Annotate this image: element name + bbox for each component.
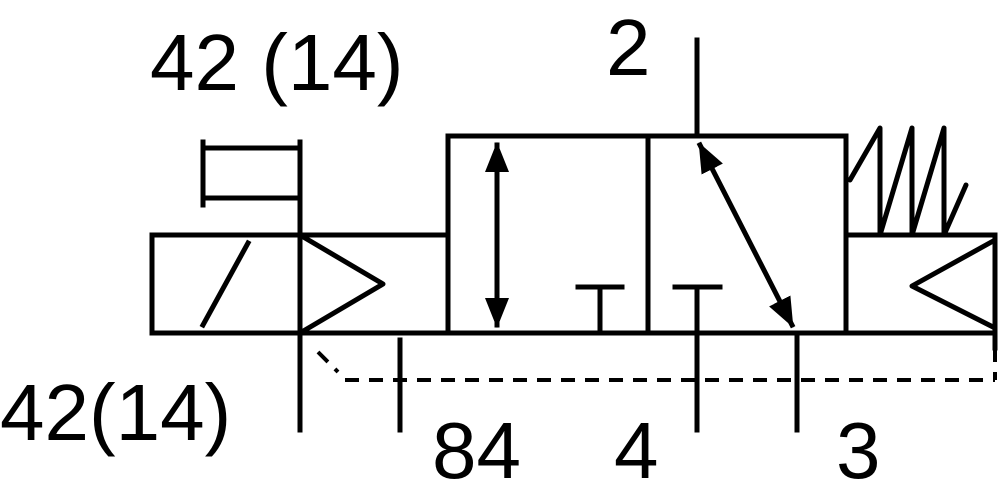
manual-override-bracket [200, 139, 303, 208]
port-label-3: 3 [836, 406, 881, 482]
pilot-operator-right [843, 232, 998, 351]
port-label-4: 4 [614, 406, 659, 482]
valve-body [445, 133, 849, 336]
port-label-2: 2 [606, 3, 651, 92]
flow-arrow-right-square [696, 141, 796, 329]
return-spring [847, 125, 969, 238]
blocked-port-left [575, 284, 625, 336]
blocked-port-right [672, 284, 723, 336]
pilot-line-dashed [316, 348, 997, 382]
port-label-42-14-top: 42 (14) [150, 18, 403, 107]
port-label-42-14-bottom: 42(14) [0, 368, 231, 457]
port-label-84: 84 [432, 406, 521, 482]
pilot-operator-left [297, 232, 451, 336]
solenoid-actuator [149, 232, 303, 336]
